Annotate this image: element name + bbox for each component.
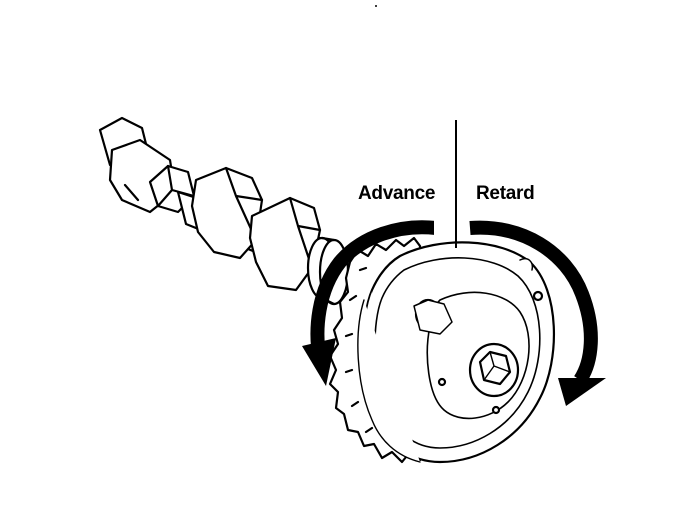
retard-arrow — [469, 220, 606, 406]
advance-arrow — [302, 214, 450, 386]
center-hex-socket — [468, 342, 520, 398]
cam-lobe-2 — [248, 196, 322, 292]
retard-label: Retard — [476, 183, 535, 204]
speck — [375, 5, 377, 7]
cam-lobe-1 — [190, 166, 264, 260]
advance-label: Advance — [358, 183, 436, 204]
